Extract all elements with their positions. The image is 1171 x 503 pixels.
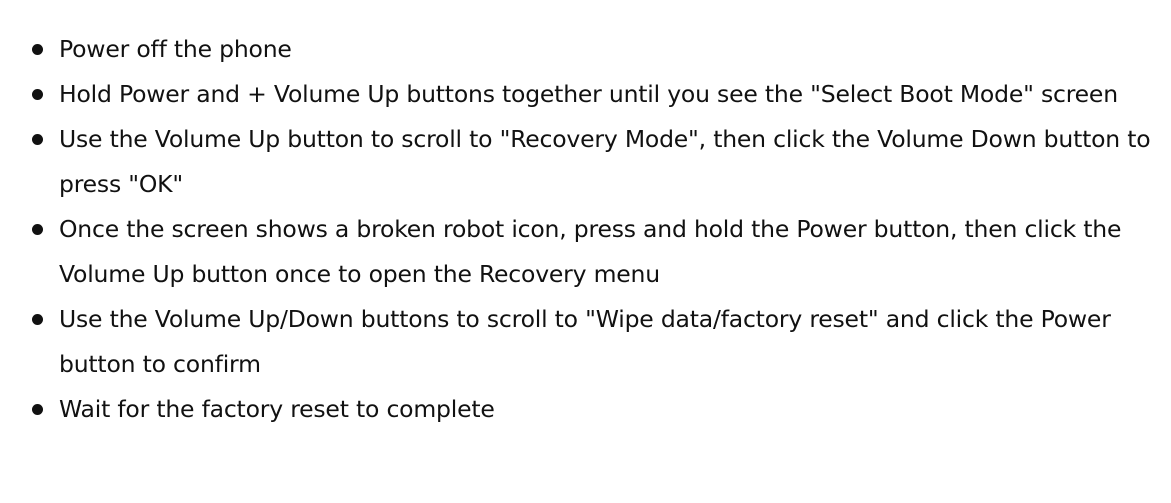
list-item: Power off the phone — [0, 27, 1171, 72]
bullet-icon — [32, 89, 43, 100]
step-text: Use the Volume Up/Down buttons to scroll… — [59, 305, 1111, 378]
step-text: Once the screen shows a broken robot ico… — [59, 215, 1122, 288]
bullet-icon — [32, 44, 43, 55]
bullet-icon — [32, 134, 43, 145]
step-text: Hold Power and + Volume Up buttons toget… — [59, 80, 1118, 108]
bullet-icon — [32, 314, 43, 325]
step-text: Power off the phone — [59, 35, 292, 63]
list-item: Use the Volume Up/Down buttons to scroll… — [0, 297, 1171, 387]
list-item: Wait for the factory reset to complete — [0, 387, 1171, 432]
bullet-icon — [32, 404, 43, 415]
list-item: Once the screen shows a broken robot ico… — [0, 207, 1171, 297]
list-item: Hold Power and + Volume Up buttons toget… — [0, 72, 1171, 117]
list-item: Use the Volume Up button to scroll to "R… — [0, 117, 1171, 207]
step-text: Use the Volume Up button to scroll to "R… — [59, 125, 1151, 198]
step-text: Wait for the factory reset to complete — [59, 395, 495, 423]
bullet-icon — [32, 224, 43, 235]
instruction-list: Power off the phone Hold Power and + Vol… — [0, 27, 1171, 432]
